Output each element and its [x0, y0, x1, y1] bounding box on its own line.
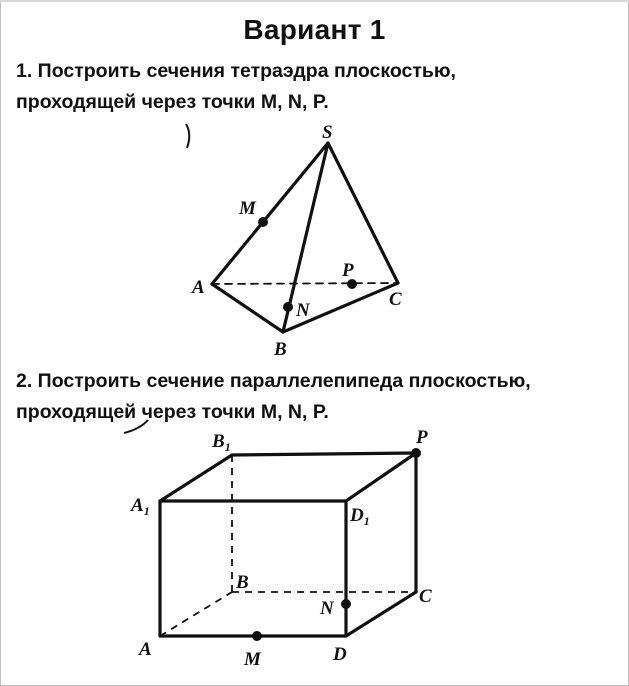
- edge-SB: [281, 141, 330, 334]
- label-N: N: [295, 300, 311, 321]
- front-face: [158, 499, 348, 638]
- parallelepiped-hidden-edges: [159, 455, 416, 637]
- task-2-line-1: 2. Построить сечение параллелепипеда пло…: [16, 370, 531, 392]
- label-A: A: [191, 277, 205, 298]
- edge-AB-hidden: [159, 591, 233, 637]
- edge-D1P: [344, 451, 418, 503]
- task-2-text: 2. Построить сечение параллелепипеда пло…: [16, 366, 531, 422]
- label-B1: B1: [211, 431, 231, 454]
- label-P: P: [341, 260, 354, 281]
- pen-mark-1: [185, 123, 191, 149]
- point-M-dot: [258, 217, 268, 227]
- task-1-text: 1. Построить сечения тетраэдра плоскость…: [16, 56, 456, 118]
- label-S: S: [322, 122, 333, 143]
- label-C: C: [389, 289, 402, 310]
- label-A-2: A: [138, 639, 152, 660]
- edge-A1B1: [158, 453, 234, 503]
- top-border: [0, 0, 629, 2]
- point-M-dot-2: [252, 631, 262, 641]
- point-P-dot-2: [411, 448, 421, 458]
- label-A1: A1: [130, 495, 150, 518]
- label-B-2: B: [235, 572, 249, 593]
- parallelepiped-figure: [158, 451, 418, 638]
- tetrahedron-figure: [210, 141, 400, 334]
- point-P-dot: [347, 279, 357, 289]
- task-1-line-1: 1. Построить сечения тетраэдра плоскость…: [16, 60, 456, 82]
- label-P-2: P: [415, 427, 428, 448]
- edge-DC: [344, 590, 418, 638]
- edge-AB: [210, 282, 285, 334]
- edge-SC: [326, 141, 400, 285]
- task-2-line-2: проходящей через точки M, N, P.: [16, 401, 329, 422]
- pen-mark-2: [123, 419, 149, 434]
- page-title: Вариант 1: [243, 14, 386, 45]
- edge-SA: [210, 141, 330, 286]
- edge-B1P: [230, 451, 418, 457]
- edge-BC: [281, 281, 400, 334]
- point-N-dot-2: [341, 599, 351, 609]
- label-D-2: D: [332, 644, 347, 665]
- point-N-dot: [283, 302, 293, 312]
- label-D1: D1: [349, 505, 370, 528]
- edge-AC-hidden: [211, 282, 399, 285]
- label-B: B: [273, 339, 287, 360]
- task-1-line-2: проходящей через точки M, N, P.: [16, 91, 329, 113]
- label-M-2: M: [243, 649, 262, 670]
- label-N-2: N: [319, 598, 335, 619]
- label-M: M: [238, 198, 257, 219]
- label-C-2: C: [419, 586, 432, 607]
